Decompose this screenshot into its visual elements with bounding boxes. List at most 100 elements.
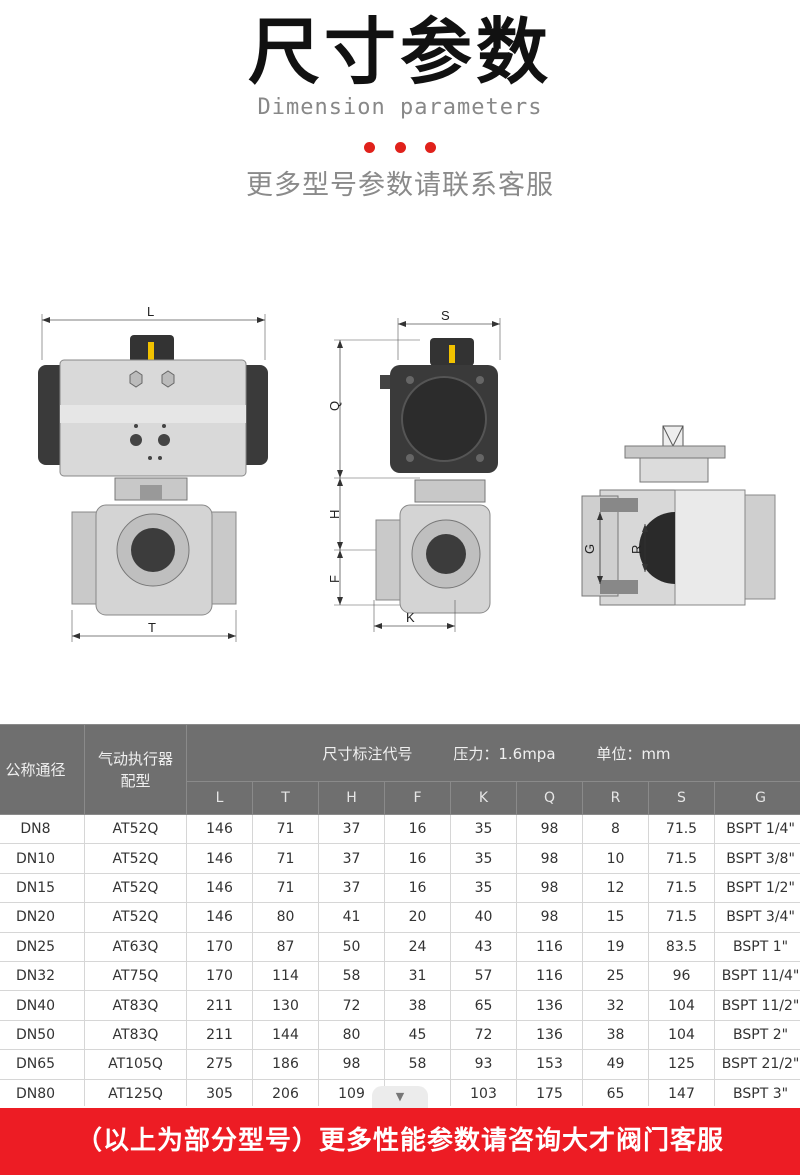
table-cell: 130	[252, 990, 319, 1021]
table-cell: 104	[648, 1019, 715, 1051]
table-cell: 87	[252, 931, 319, 962]
table-cell: BSPT 3/4"	[713, 902, 800, 933]
table-cell: 65	[450, 990, 517, 1021]
table-cell: 275	[186, 1049, 253, 1080]
table-cell: 211	[186, 990, 253, 1021]
table-cell: 206	[252, 1078, 319, 1106]
table-cell: 40	[450, 902, 517, 933]
table-cell: 24	[384, 931, 451, 962]
table-cell: 25	[582, 960, 649, 992]
dim-label-R: R	[629, 545, 644, 554]
table-cell: AT105Q	[84, 1049, 187, 1080]
table-cell: 71.5	[648, 902, 715, 933]
contact-hint: 更多型号参数请联系客服	[246, 170, 554, 201]
dimension-code-label: 尺寸标注代号	[322, 744, 413, 763]
red-dot-icon	[424, 142, 436, 153]
table-cell: 45	[384, 1019, 451, 1051]
table-cell: DN32	[0, 960, 85, 992]
table-cell: AT83Q	[84, 990, 187, 1021]
front-view: L	[38, 304, 268, 642]
section-view: G R	[581, 425, 776, 606]
side-view: S Q H F	[327, 308, 501, 632]
footer-banner: （以上为部分型号）更多性能参数请咨询大才阀门客服	[0, 1108, 800, 1175]
table-cell: DN8	[0, 813, 85, 845]
header-dim: R	[582, 781, 649, 815]
table-cell: DN65	[0, 1049, 85, 1080]
table-cell: DN80	[0, 1078, 85, 1106]
table-cell: 103	[450, 1078, 517, 1106]
table-cell: BSPT 11/4"	[713, 960, 800, 992]
table-cell: 146	[186, 872, 253, 904]
table-cell: 71	[252, 843, 319, 874]
table-cell: 98	[516, 813, 583, 845]
header-dim: K	[450, 781, 517, 815]
table-cell: BSPT 1"	[713, 931, 800, 962]
table-cell: AT63Q	[84, 931, 187, 962]
table-cell: 12	[582, 872, 649, 904]
table-cell: 116	[516, 931, 583, 962]
table-cell: 146	[186, 843, 253, 874]
chevron-down-icon: ▼	[395, 1090, 405, 1103]
table-cell: 71.5	[648, 813, 715, 845]
table-cell: 98	[318, 1049, 385, 1080]
table-cell: 49	[582, 1049, 649, 1080]
table-cell: 41	[318, 902, 385, 933]
table-cell: 153	[516, 1049, 583, 1080]
header-dim: S	[648, 781, 715, 815]
table-cell: 71.5	[648, 872, 715, 904]
page-subtitle: Dimension parameters	[257, 95, 543, 120]
table-cell: 170	[186, 960, 253, 992]
page-title: 尺寸参数	[247, 10, 552, 94]
table-cell: 20	[384, 902, 451, 933]
table-cell: AT75Q	[84, 960, 187, 992]
parameter-table-container[interactable]: 公称通径 气动执行器配型 尺寸标注代号 压力：1.6mpa 单位：mm L T …	[0, 724, 800, 1106]
header-dim: Q	[516, 781, 583, 815]
table-cell: DN15	[0, 872, 85, 904]
decor-dots	[0, 138, 800, 157]
red-dot-icon	[394, 142, 406, 153]
table-cell: 98	[516, 843, 583, 874]
dim-label-Q: Q	[327, 401, 342, 411]
table-cell: 146	[186, 902, 253, 933]
header-dim: F	[384, 781, 451, 815]
header-dim: T	[252, 781, 319, 815]
table-cell: DN40	[0, 990, 85, 1021]
table-cell: 35	[450, 872, 517, 904]
table-cell: AT52Q	[84, 872, 187, 904]
table-cell: 38	[384, 990, 451, 1021]
table-cell: 305	[186, 1078, 253, 1106]
table-row: DN80AT125Q3052061096910317565147BSPT 3"	[0, 1078, 800, 1106]
parameter-table: 公称通径 气动执行器配型 尺寸标注代号 压力：1.6mpa 单位：mm L T …	[0, 724, 800, 1106]
dim-label-L: L	[147, 304, 154, 319]
table-cell: 104	[648, 990, 715, 1021]
table-cell: 125	[648, 1049, 715, 1080]
table-cell: DN50	[0, 1019, 85, 1051]
table-cell: 37	[318, 813, 385, 845]
unit-label: 单位：mm	[596, 744, 671, 763]
table-cell: 35	[450, 843, 517, 874]
header-nominal-diameter: 公称通径	[0, 724, 85, 815]
table-cell: 16	[384, 872, 451, 904]
table-cell: 57	[450, 960, 517, 992]
table-cell: 109	[318, 1078, 385, 1106]
dim-label-H: H	[327, 510, 342, 519]
table-cell: 58	[384, 1049, 451, 1080]
table-cell: 186	[252, 1049, 319, 1080]
table-cell: BSPT 3/8"	[713, 843, 800, 874]
table-cell: 116	[516, 960, 583, 992]
header-dim: L	[186, 781, 253, 815]
scroll-down-button[interactable]: ▼	[372, 1086, 428, 1108]
table-cell: 37	[318, 843, 385, 874]
table-cell: 37	[318, 872, 385, 904]
table-cell: BSPT 11/2"	[713, 990, 800, 1021]
table-cell: 8	[582, 813, 649, 845]
table-cell: 147	[648, 1078, 715, 1106]
